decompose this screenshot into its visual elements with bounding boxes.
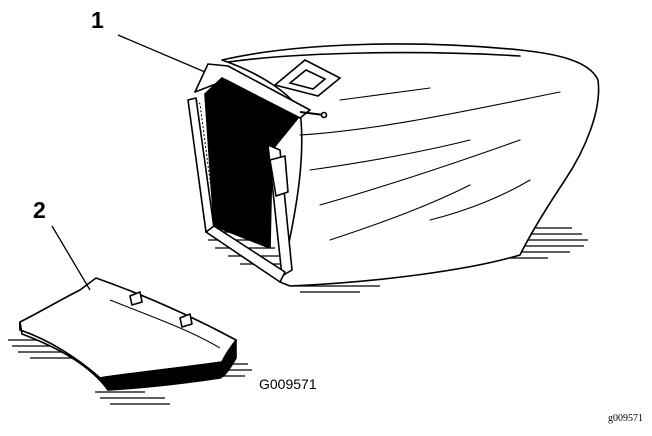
bag-wrinkle-6 bbox=[429, 179, 531, 221]
bag-outline bbox=[221, 43, 600, 287]
callout-number-1: 1 bbox=[91, 7, 104, 33]
figure-code-small: g009571 bbox=[608, 413, 643, 424]
frame-clip bbox=[269, 155, 289, 197]
bag-wrinkle-2 bbox=[309, 139, 471, 171]
deflector-tab-left bbox=[129, 291, 143, 306]
bag-wrinkle-5 bbox=[339, 87, 431, 101]
bag-wrinkle-1 bbox=[299, 91, 561, 136]
callout-number-2: 2 bbox=[33, 197, 46, 223]
deflector-front-edge bbox=[19, 321, 109, 391]
grass-bag bbox=[221, 43, 600, 287]
rear-deflector bbox=[19, 277, 237, 391]
deflector-tab-right bbox=[179, 313, 193, 328]
deflector-lip bbox=[99, 339, 237, 391]
bag-top-fold bbox=[227, 51, 521, 63]
bag-wrinkle-3 bbox=[319, 139, 521, 206]
callout-2-leader bbox=[51, 225, 91, 291]
figure-code: G009571 bbox=[259, 376, 317, 392]
callout-1-leader bbox=[117, 34, 206, 73]
bag-wrinkle-4 bbox=[329, 184, 471, 241]
bag-handle bbox=[273, 59, 342, 97]
frame-bottom-bar bbox=[205, 225, 286, 283]
bag-frame bbox=[187, 63, 328, 283]
deflector-plate bbox=[19, 277, 237, 379]
